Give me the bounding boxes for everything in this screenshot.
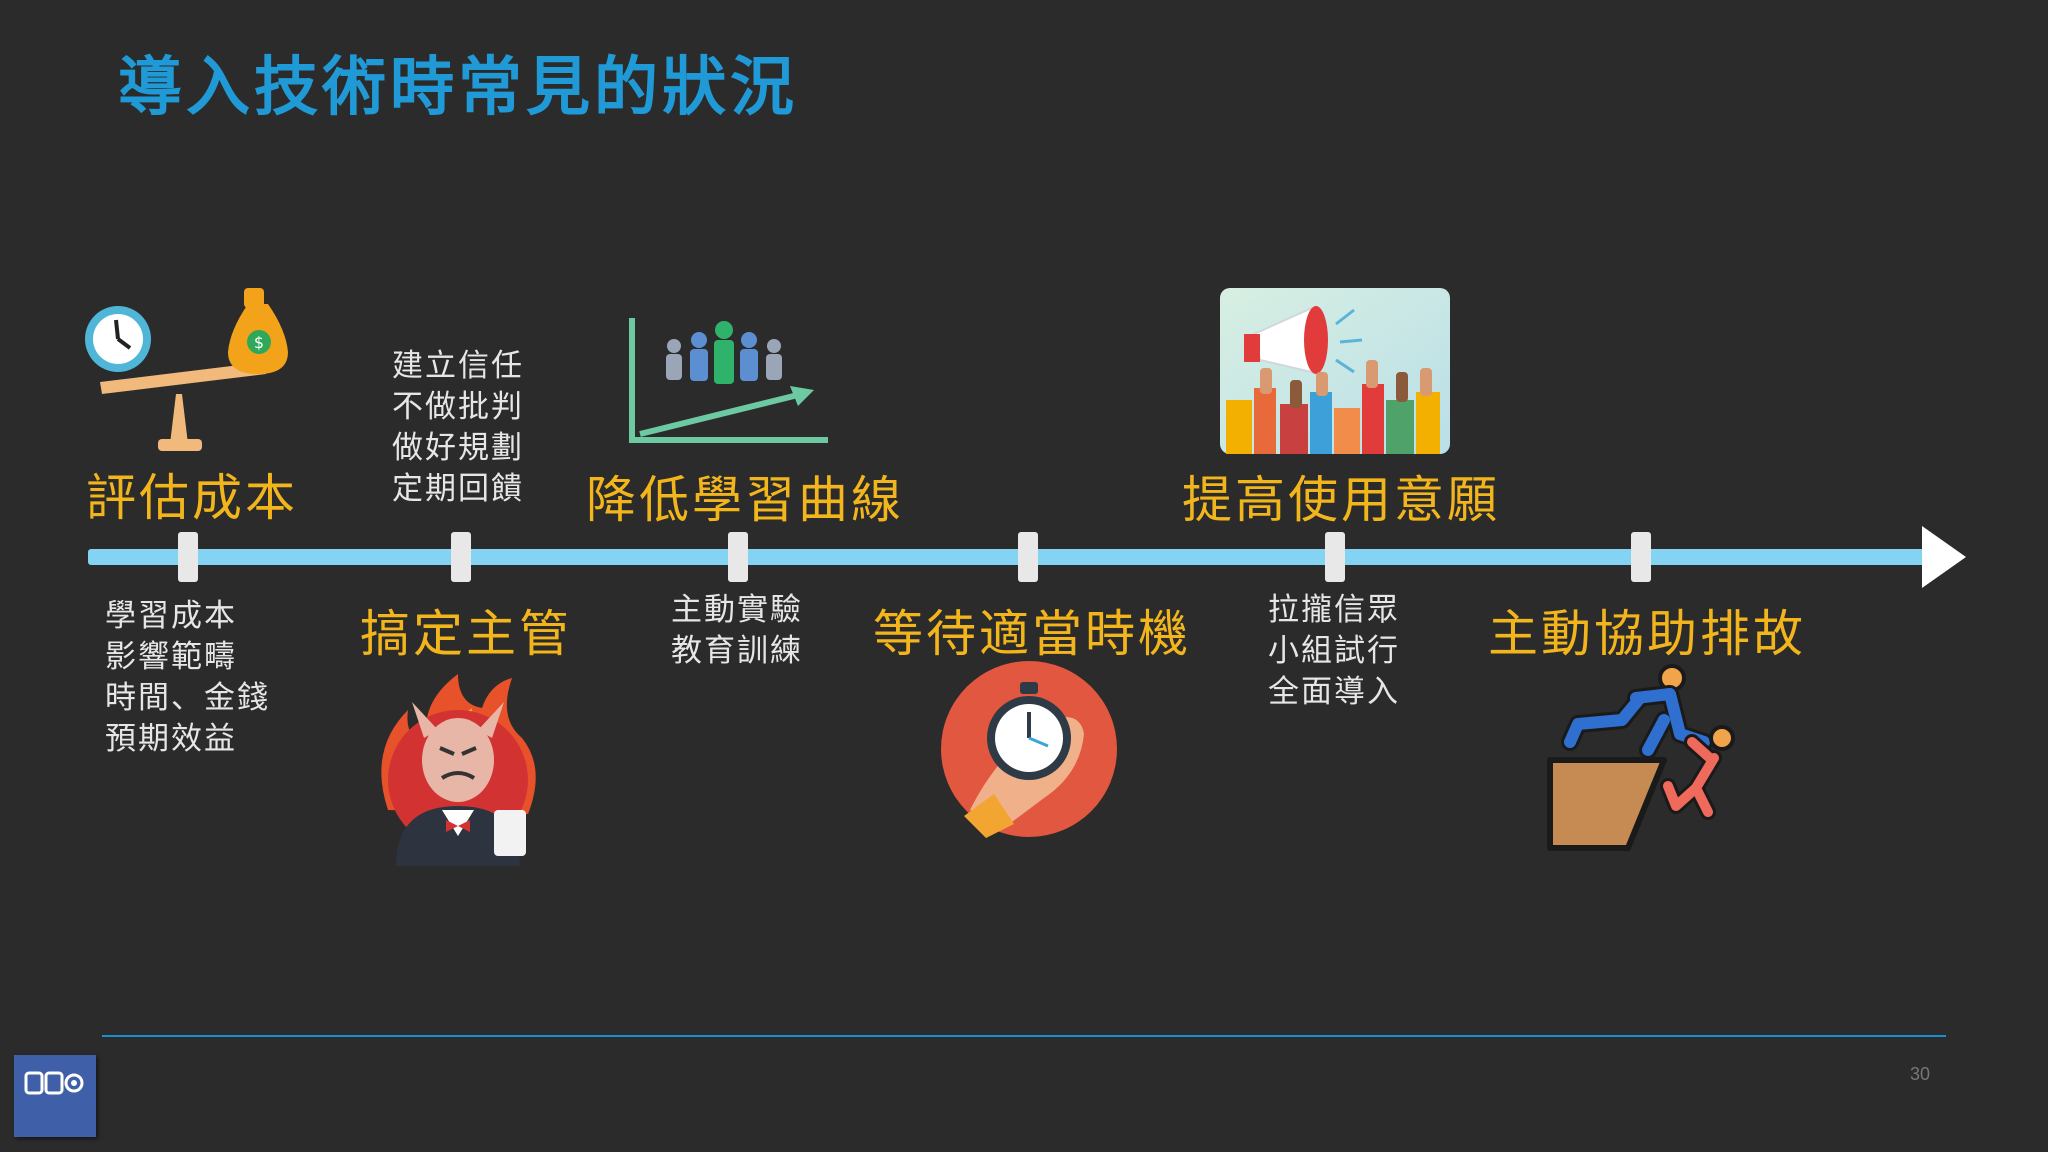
stage-assist-troubleshoot: 主動協助排故: [1488, 605, 1806, 663]
stage-handle-manager: 搞定主管: [360, 605, 572, 663]
footer-divider: [102, 1035, 1946, 1037]
timeline-tick: [1631, 532, 1651, 582]
notes-willingness: 拉攏信眾 小組試行 全面導入: [1268, 590, 1400, 713]
note-line: 小組試行: [1268, 633, 1400, 669]
note-line: 學習成本: [105, 598, 237, 634]
stage-raise-willingness: 提高使用意願: [1182, 471, 1500, 529]
note-line: 預期效益: [105, 721, 237, 757]
stage-wait-timing: 等待適當時機: [873, 605, 1191, 663]
note-line: 影響範疇: [105, 639, 237, 675]
notes-curve: 主動實驗 教育訓練: [671, 590, 803, 672]
notes-manager: 建立信任 不做批判 做好規劃 定期回饋: [392, 346, 524, 510]
page-number: 30: [1910, 1064, 1931, 1084]
timeline-tick: [178, 532, 198, 582]
note-line: 主動實驗: [671, 592, 803, 628]
angry-boss-icon: [381, 674, 536, 866]
note-line: 時間、金錢: [105, 680, 270, 716]
note-line: 拉攏信眾: [1268, 592, 1400, 628]
notes-cost: 學習成本 影響範疇 時間、金錢 預期效益: [105, 596, 270, 760]
clock-money-scale-icon: $: [85, 288, 288, 451]
growth-team-chart-icon: [629, 318, 828, 443]
note-line: 建立信任: [392, 348, 524, 384]
timeline-tick: [1018, 532, 1038, 582]
timeline-tick: [1325, 532, 1345, 582]
note-line: 定期回饋: [392, 471, 524, 507]
svg-text:$: $: [254, 333, 264, 352]
helping-climb-icon: [1547, 664, 1735, 851]
note-line: 做好規劃: [392, 430, 524, 466]
timeline-arrowhead: [1922, 526, 1966, 588]
timeline-tick: [451, 532, 471, 582]
note-line: 全面導入: [1268, 674, 1400, 710]
stage-evaluate-cost: 評估成本: [86, 469, 298, 527]
megaphone-crowd-icon: [1220, 288, 1450, 454]
timeline-tick: [728, 532, 748, 582]
note-line: 不做批判: [392, 389, 524, 425]
slide-title: 導入技術時常見的狀況: [118, 51, 798, 125]
note-line: 教育訓練: [671, 633, 803, 669]
devops-logo-icon: [14, 1055, 96, 1137]
timeline-axis: [88, 549, 1928, 565]
stage-lower-curve: 降低學習曲線: [586, 471, 904, 529]
stopwatch-hand-icon: [941, 661, 1117, 838]
